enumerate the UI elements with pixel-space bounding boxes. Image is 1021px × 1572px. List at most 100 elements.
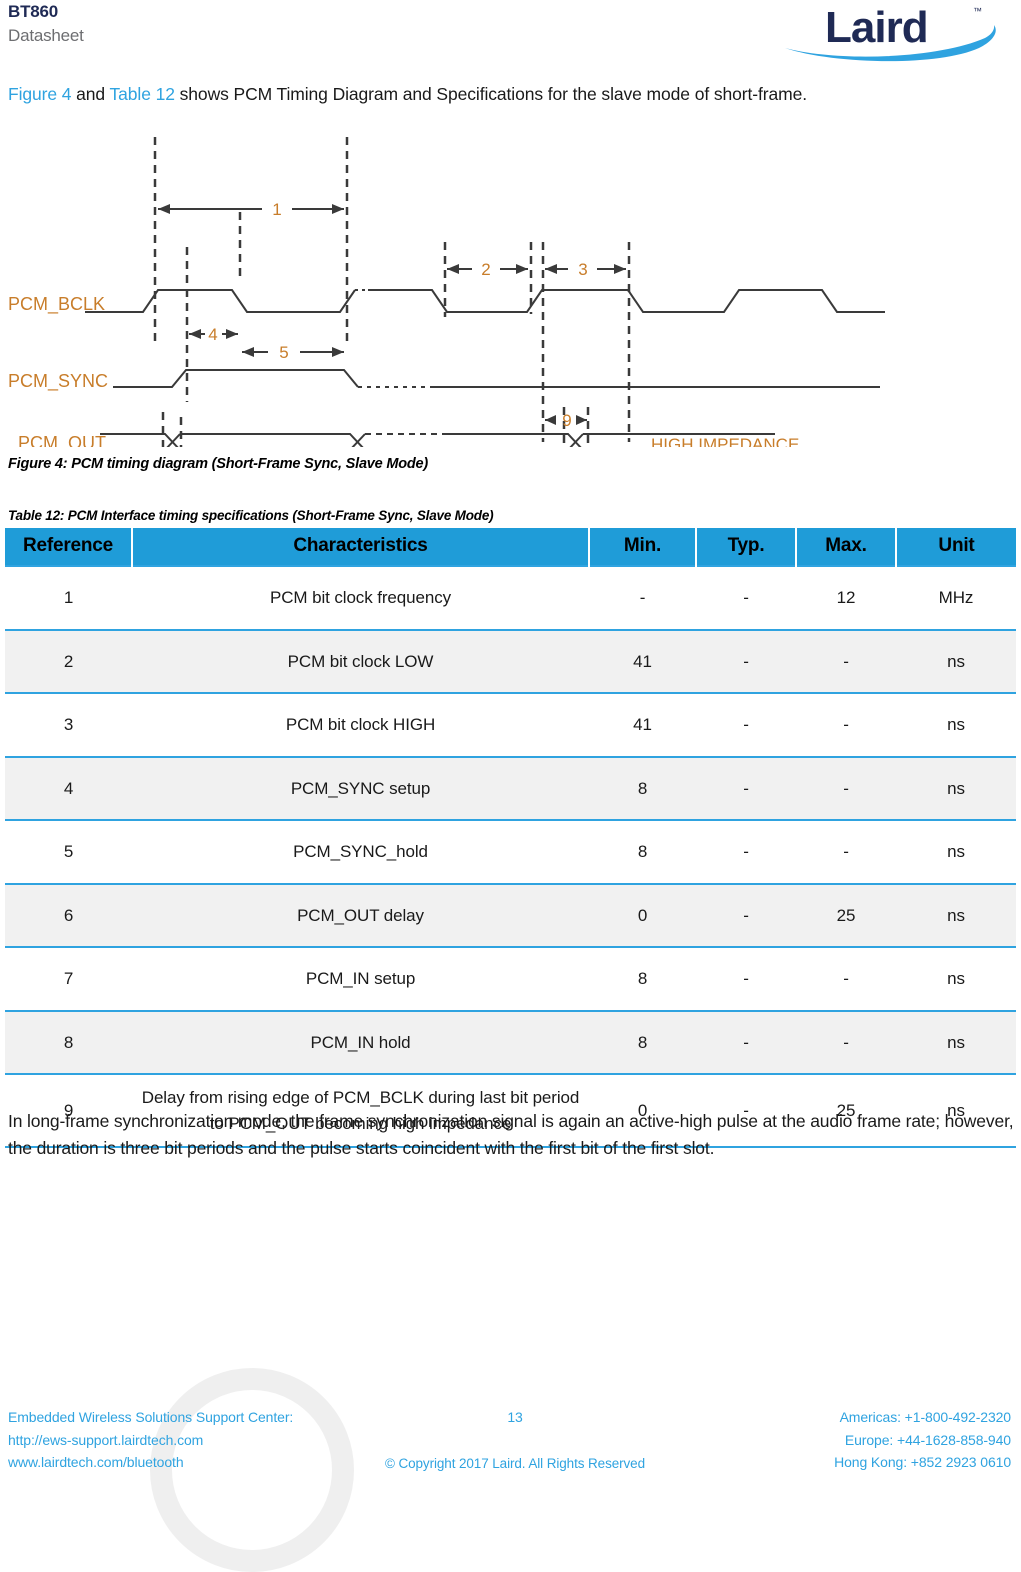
cell-typ: -	[696, 755, 796, 820]
cell-typ: -	[696, 565, 796, 630]
column-header-min: Min.	[589, 528, 697, 566]
cell-typ: -	[696, 1073, 796, 1148]
page-header: BT860 Datasheet Laird ™	[0, 0, 1021, 78]
cell-typ: -	[696, 819, 796, 884]
table-row: 7 PCM_IN setup 8 - - ns	[5, 946, 1016, 1011]
footer-support-url[interactable]: http://ews-support.lairdtech.com	[8, 1431, 204, 1448]
footer-phone-americas: Americas: +1-800-492-2320	[839, 1409, 1012, 1425]
footer-bluetooth-url[interactable]: www.lairdtech.com/bluetooth	[8, 1454, 184, 1471]
intro-rest: shows PCM Timing Diagram and Specificati…	[174, 84, 807, 104]
column-header-max: Max.	[796, 528, 897, 566]
marker-4-dimension	[189, 329, 238, 339]
marker-9-dimension	[545, 415, 587, 425]
column-header-characteristics: Characteristics	[132, 528, 590, 566]
cell-unit: ns	[896, 755, 1016, 820]
reference-line-group	[153, 137, 631, 447]
marker-label-9: 9	[562, 411, 571, 430]
cell-max: 12	[796, 565, 896, 630]
marker-label-4: 4	[208, 325, 217, 344]
table-row: 1 PCM bit clock frequency - - 12 MHz	[5, 565, 1016, 630]
cell-max: -	[796, 946, 896, 1011]
cell-reference: 8	[5, 1009, 132, 1074]
cell-unit: ns	[896, 628, 1016, 693]
logo-trademark-icon: ™	[973, 6, 982, 16]
table-row: 4 PCM_SYNC setup 8 - - ns	[5, 755, 1016, 820]
cell-min: 0	[589, 1073, 696, 1148]
document-type: Datasheet	[8, 26, 84, 45]
footer-phone-europe: Europe: +44-1628-858-940	[844, 1431, 1011, 1448]
cell-max: -	[796, 1009, 896, 1074]
footer-support-block: Embedded Wireless Solutions Support Cent…	[8, 1406, 293, 1474]
header-divider	[8, 72, 1013, 73]
cell-reference: 6	[5, 882, 132, 947]
marker-label-5: 5	[279, 343, 288, 362]
high-impedance-label: HIGH IMPEDANCE	[651, 435, 799, 447]
marker-label-2: 2	[481, 260, 490, 279]
cell-reference: 5	[5, 819, 132, 884]
logo-wordmark: Laird	[825, 3, 928, 52]
cell-unit: ns	[896, 819, 1016, 884]
page-number: 13	[507, 1409, 523, 1425]
table-row: 8 PCM_IN hold 8 - - ns	[5, 1009, 1016, 1074]
marker-3-dimension	[545, 264, 626, 274]
cell-reference: 2	[5, 628, 132, 693]
column-header-unit: Unit	[896, 528, 1016, 566]
cell-reference: 9	[5, 1073, 132, 1148]
cell-characteristics: PCM_SYNC setup	[132, 755, 589, 820]
pcm-timing-diagram: PCM_BCLK PCM_SYNC PCM_OUT PCM_IN HIGH IM…	[0, 112, 1021, 447]
cell-min: 0	[589, 882, 696, 947]
cell-min: 8	[589, 755, 696, 820]
signal-label-pcm-bclk: PCM_BCLK	[8, 294, 105, 315]
cell-typ: -	[696, 882, 796, 947]
cell-characteristics: PCM_OUT delay	[132, 882, 589, 947]
signal-label-pcm-sync: PCM_SYNC	[8, 371, 108, 392]
cell-max: 25	[796, 1073, 896, 1148]
cell-reference: 7	[5, 946, 132, 1011]
cell-characteristics: PCM bit clock HIGH	[132, 692, 589, 757]
cell-characteristics: PCM_IN setup	[132, 946, 589, 1011]
table-row: 6 PCM_OUT delay 0 - 25 ns	[5, 882, 1016, 947]
cell-characteristics: PCM_IN hold	[132, 1009, 589, 1074]
cell-typ: -	[696, 628, 796, 693]
cell-min: 8	[589, 819, 696, 884]
footer-support-center-label: Embedded Wireless Solutions Support Cent…	[8, 1409, 294, 1425]
column-header-typ: Typ.	[696, 528, 797, 566]
intro-sentence: Figure 4 and Table 12 shows PCM Timing D…	[8, 84, 1013, 105]
cell-characteristics: PCM bit clock LOW	[132, 628, 589, 693]
laird-logo: Laird ™	[777, 2, 1007, 64]
cell-typ: -	[696, 946, 796, 1011]
table-row: 9 Delay from rising edge of PCM_BCLK dur…	[5, 1073, 1016, 1148]
table-row: 5 PCM_SYNC_hold 8 - - ns	[5, 819, 1016, 884]
cell-min: 8	[589, 946, 696, 1011]
cell-min: 8	[589, 1009, 696, 1074]
pcm-bclk-waveform	[85, 289, 885, 313]
cell-max: -	[796, 755, 896, 820]
marker-label-1: 1	[272, 200, 281, 219]
copyright-notice: © Copyright 2017 Laird. All Rights Reser…	[384, 1455, 646, 1471]
cell-typ: -	[696, 692, 796, 757]
cell-reference: 4	[5, 755, 132, 820]
product-name: BT860	[8, 2, 59, 21]
footer-center-block: 13 © Copyright 2017 Laird. All Rights Re…	[380, 1406, 650, 1475]
footer-contact-block: Americas: +1-800-492-2320 Europe: +44-16…	[834, 1406, 1011, 1474]
intro-conjunction: and	[71, 84, 110, 104]
cell-characteristics: PCM bit clock frequency	[132, 565, 589, 630]
column-header-reference: Reference	[5, 528, 133, 566]
marker-2-dimension	[447, 264, 528, 274]
signal-label-pcm-out: PCM_OUT	[18, 433, 106, 447]
cell-unit: ns	[896, 882, 1016, 947]
table-cross-reference[interactable]: Table 12	[109, 84, 175, 104]
cell-reference: 3	[5, 692, 132, 757]
cell-characteristics: Delay from rising edge of PCM_BCLK durin…	[132, 1073, 589, 1148]
cell-max: -	[796, 692, 896, 757]
table-header-row: Reference Characteristics Min. Typ. Max.…	[5, 528, 1016, 566]
body-paragraph: In long-frame synchronization mode, the …	[8, 1111, 1014, 1158]
table-row: 3 PCM bit clock HIGH 41 - - ns	[5, 692, 1016, 757]
figure-cross-reference[interactable]: Figure 4	[8, 84, 72, 104]
cell-typ: -	[696, 1009, 796, 1074]
footer-phone-hongkong: Hong Kong: +852 2923 0610	[834, 1454, 1011, 1471]
cell-unit: MHz	[896, 565, 1016, 630]
marker-label-3: 3	[578, 260, 587, 279]
cell-min: 41	[589, 628, 696, 693]
table-row: 2 PCM bit clock LOW 41 - - ns	[5, 628, 1016, 693]
